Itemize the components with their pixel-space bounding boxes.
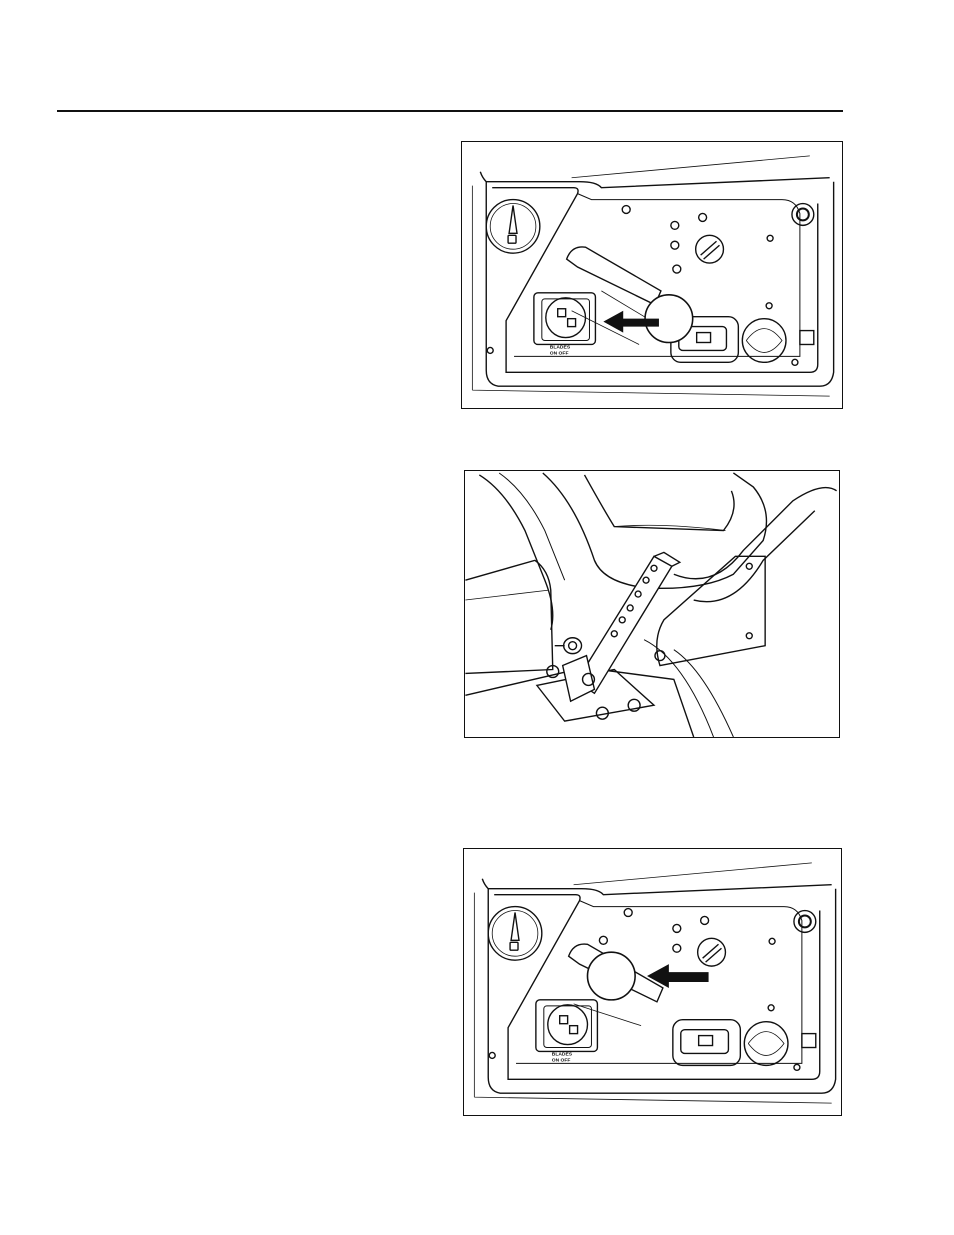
height-lever-illustration	[465, 471, 839, 737]
blades-sub-label-2: ON OFF	[552, 1057, 571, 1063]
header-rule	[57, 110, 843, 112]
blades-sub-label: ON OFF	[550, 350, 569, 356]
figure-height-lever	[464, 470, 840, 738]
figure-dash-panel-throttle: BLADES ON OFF	[463, 848, 842, 1116]
figure-dash-panel-blade: BLADES ON OFF	[461, 141, 843, 409]
dash-panel-illustration: BLADES ON OFF	[462, 142, 842, 408]
dash-panel-throttle-illustration: BLADES ON OFF	[464, 849, 841, 1115]
blades-label-2: BLADES	[552, 1051, 573, 1057]
blades-label: BLADES	[550, 344, 571, 350]
